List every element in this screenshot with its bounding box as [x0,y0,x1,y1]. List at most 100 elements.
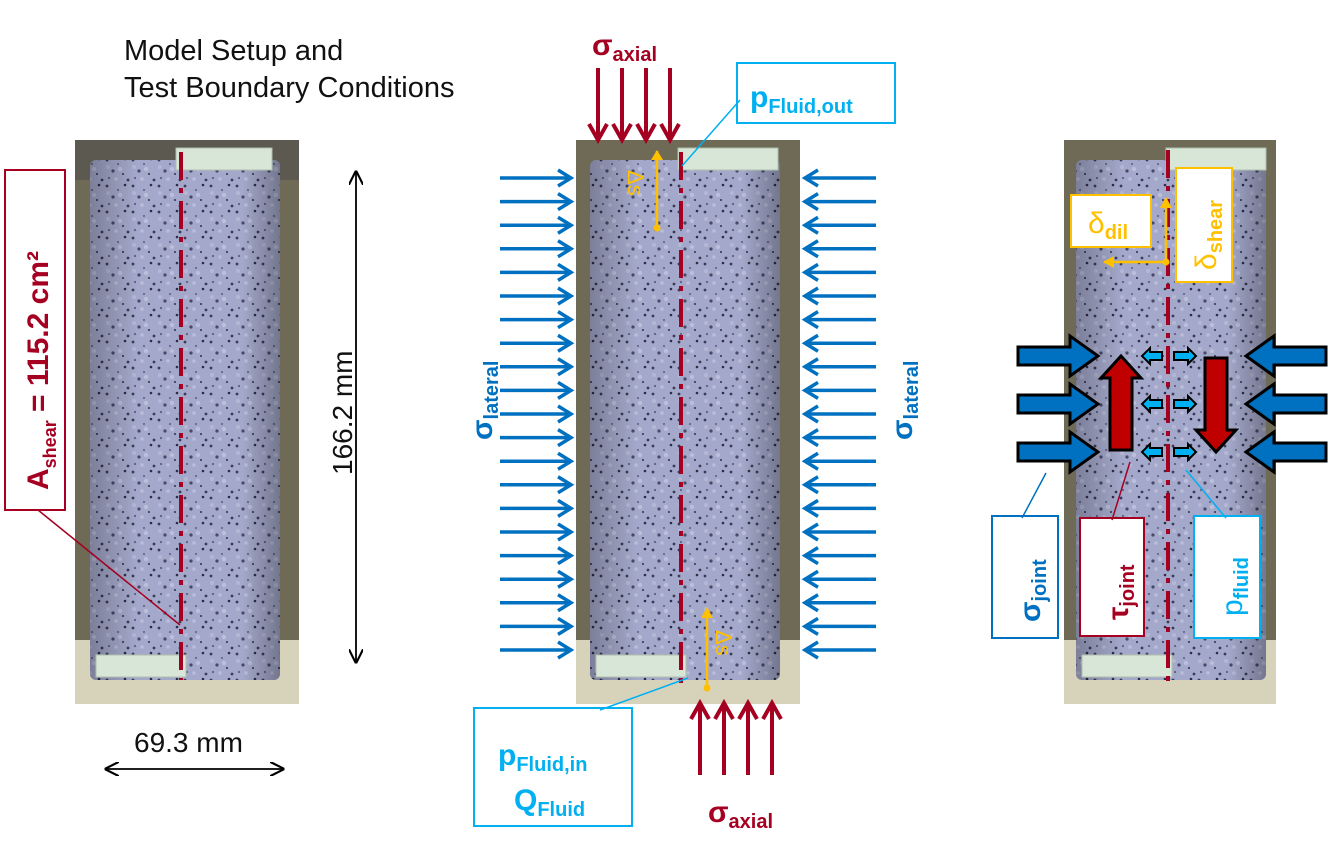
fluid-arrow-2-2 [1173,393,1198,415]
lateral-left-label: σlateral [466,361,503,440]
shear-area-subscript: shear [40,420,60,468]
lateral-arrow-left-12 [500,428,575,448]
lateral-arrow-left-17 [500,546,575,566]
lateral-arrow-left-16 [500,522,575,542]
svg-text:Ashear = 115.2 cm²: Ashear = 115.2 cm² [22,251,60,490]
fluid-arrow-3-1 [1140,441,1163,463]
lateral-arrow-right-8 [801,333,876,353]
shear-area-symbol: A [22,468,55,490]
lateral-arrow-right-15 [801,498,876,518]
shear-arrow-down [1192,356,1240,455]
lateral-arrow-right-9 [801,357,876,377]
lateral-arrow-right-18 [801,569,876,589]
lateral-arrow-right-5 [801,262,876,282]
fluid-arrow-2-1 [1140,393,1163,415]
axial-arrow-top-4 [659,68,681,145]
lateral-left-arrows [500,168,575,660]
lateral-right-label: σlateral [886,361,923,440]
lateral-arrow-right-13 [801,451,876,471]
lateral-arrow-left-11 [500,404,575,424]
lateral-arrow-right-20 [801,616,876,636]
joint-normal-stress-label: σjoint [991,472,1059,639]
axial-top-arrows [587,68,681,145]
axial-arrow-top-3 [635,68,657,145]
height-label: 166.2 mm [327,351,358,476]
lateral-arrow-left-8 [500,333,575,353]
lateral-arrow-left-14 [500,475,575,495]
shear-arrow-up [1097,353,1145,452]
axial-bottom-arrows [689,698,783,775]
lateral-arrow-right-10 [801,380,876,400]
axial-arrow-bottom-1 [689,698,711,775]
svg-text:δshear: δshear [1190,200,1227,270]
lateral-arrow-left-20 [500,616,575,636]
svg-text:QFluid: QFluid [514,784,585,821]
lateral-right-arrows [801,168,876,660]
lateral-arrow-right-4 [801,239,876,259]
lateral-arrow-left-10 [500,380,575,400]
lateral-arrow-left-13 [500,451,575,471]
svg-text:pFluid,out: pFluid,out [750,81,853,118]
joint-arrow-right-3 [1243,429,1328,475]
height-dimension: 166.2 mm [327,172,358,662]
shear-displacement-indicator: δshear [1160,167,1233,283]
dilation-indicator: δdil [1070,194,1170,268]
shear-area-value: = 115.2 cm² [22,251,55,420]
joint-arrow-right-2 [1243,381,1328,427]
lateral-arrow-right-6 [801,286,876,306]
lateral-arrow-right-7 [801,310,876,330]
axial-bottom-label: σaxial [708,796,773,833]
svg-text:σjoint: σjoint [1014,559,1051,622]
lateral-arrow-left-7 [500,310,575,330]
fluid-out-label: pFluid,out [681,62,896,167]
svg-text:δdil: δdil [1088,207,1128,244]
fluid-in-label: pFluid,in QFluid [473,677,689,827]
lateral-arrow-left-5 [500,262,575,282]
shear-area-label: Ashear = 115.2 cm² [4,169,181,626]
lateral-arrow-right-3 [801,215,876,235]
title-line-2: Test Boundary Conditions [124,72,455,104]
lateral-arrow-left-19 [500,593,575,613]
width-label: 69.3 mm [134,727,243,758]
lateral-arrow-left-1 [500,168,575,188]
delta-s-bottom-label: Δs [711,630,736,656]
fluid-pressure-label: pfluid [1185,469,1261,639]
fluid-arrow-1-2 [1173,345,1198,367]
joint-arrow-left-3 [1016,429,1101,475]
lateral-arrow-left-9 [500,357,575,377]
lateral-arrow-right-14 [801,475,876,495]
delta-s-bottom: Δs [701,607,736,692]
middle-specimen-photo [576,140,800,704]
joint-arrow-left-2 [1016,381,1101,427]
axial-arrow-bottom-3 [737,698,759,775]
axial-top-label: σaxial [592,29,657,66]
joint-normal-arrows [1016,333,1328,475]
axial-arrow-top-2 [611,68,633,145]
left-specimen-photo [75,140,299,704]
lateral-arrow-right-1 [801,168,876,188]
shear-area-leader [37,509,181,626]
svg-text:pfluid: pfluid [1216,557,1253,616]
fluid-arrow-3-2 [1173,441,1198,463]
lateral-arrow-left-2 [500,192,575,212]
lateral-arrow-right-16 [801,522,876,542]
lateral-arrow-right-17 [801,546,876,566]
lateral-arrow-right-21 [801,640,876,660]
joint-arrow-right-1 [1243,333,1328,379]
joint-shear-stress-label: τjoint [1079,461,1145,637]
svg-text:pFluid,in: pFluid,in [498,739,587,776]
lateral-arrow-left-3 [500,215,575,235]
page-title: Model Setup and Test Boundary Conditions [124,33,454,107]
fluid-pressure-arrows [1140,345,1198,463]
delta-s-top: Δs [623,150,663,232]
lateral-arrow-left-18 [500,569,575,589]
axial-arrow-bottom-2 [713,698,735,775]
lateral-arrow-right-11 [801,404,876,424]
lateral-arrow-left-15 [500,498,575,518]
axial-arrow-top-1 [587,68,609,145]
lateral-arrow-right-2 [801,192,876,212]
width-dimension: 69.3 mm [106,727,283,769]
shear-arrows [1097,353,1240,455]
joint-arrow-left-1 [1016,333,1101,379]
